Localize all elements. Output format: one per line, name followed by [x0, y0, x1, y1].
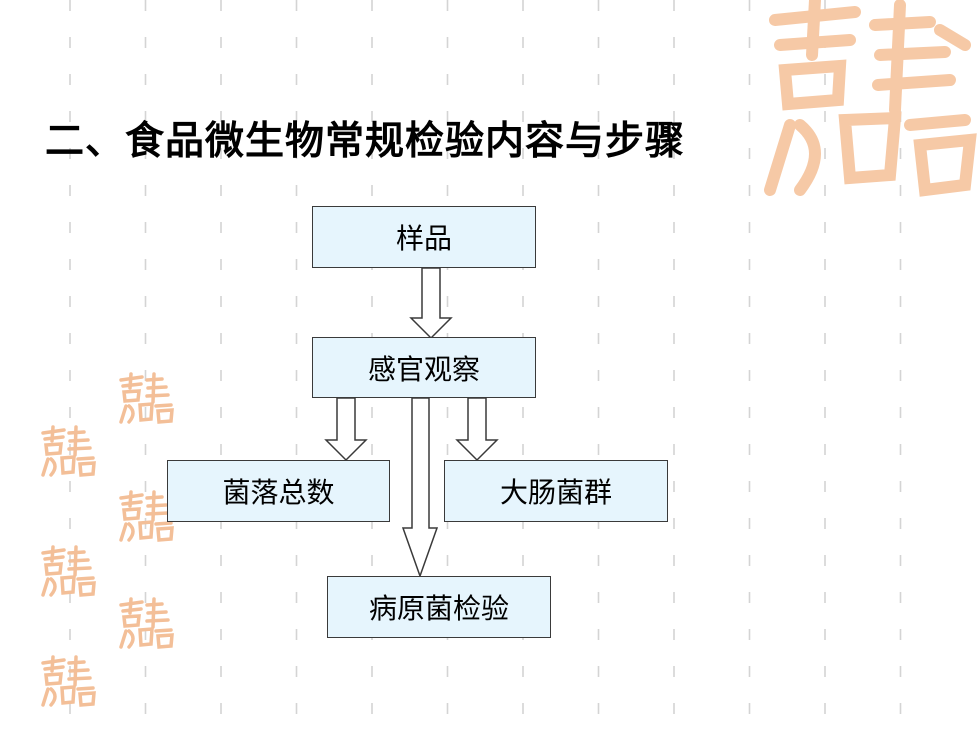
node-total-count: 菌落总数	[167, 460, 390, 522]
slide-title: 二、食品微生物常规检验内容与步骤	[45, 118, 686, 164]
node-coliform: 大肠菌群	[444, 460, 668, 522]
node-sensory: 感官观察	[312, 337, 536, 398]
seal-logo-large	[764, 0, 977, 197]
arrow-sensory-to-total-count	[324, 397, 368, 462]
node-pathogen: 病原菌检验	[327, 576, 551, 638]
node-sample: 样品	[312, 206, 536, 268]
arrow-sample-to-sensory	[409, 267, 453, 340]
arrow-sensory-to-coliform	[455, 397, 499, 462]
arrow-sensory-to-pathogen	[401, 397, 439, 579]
